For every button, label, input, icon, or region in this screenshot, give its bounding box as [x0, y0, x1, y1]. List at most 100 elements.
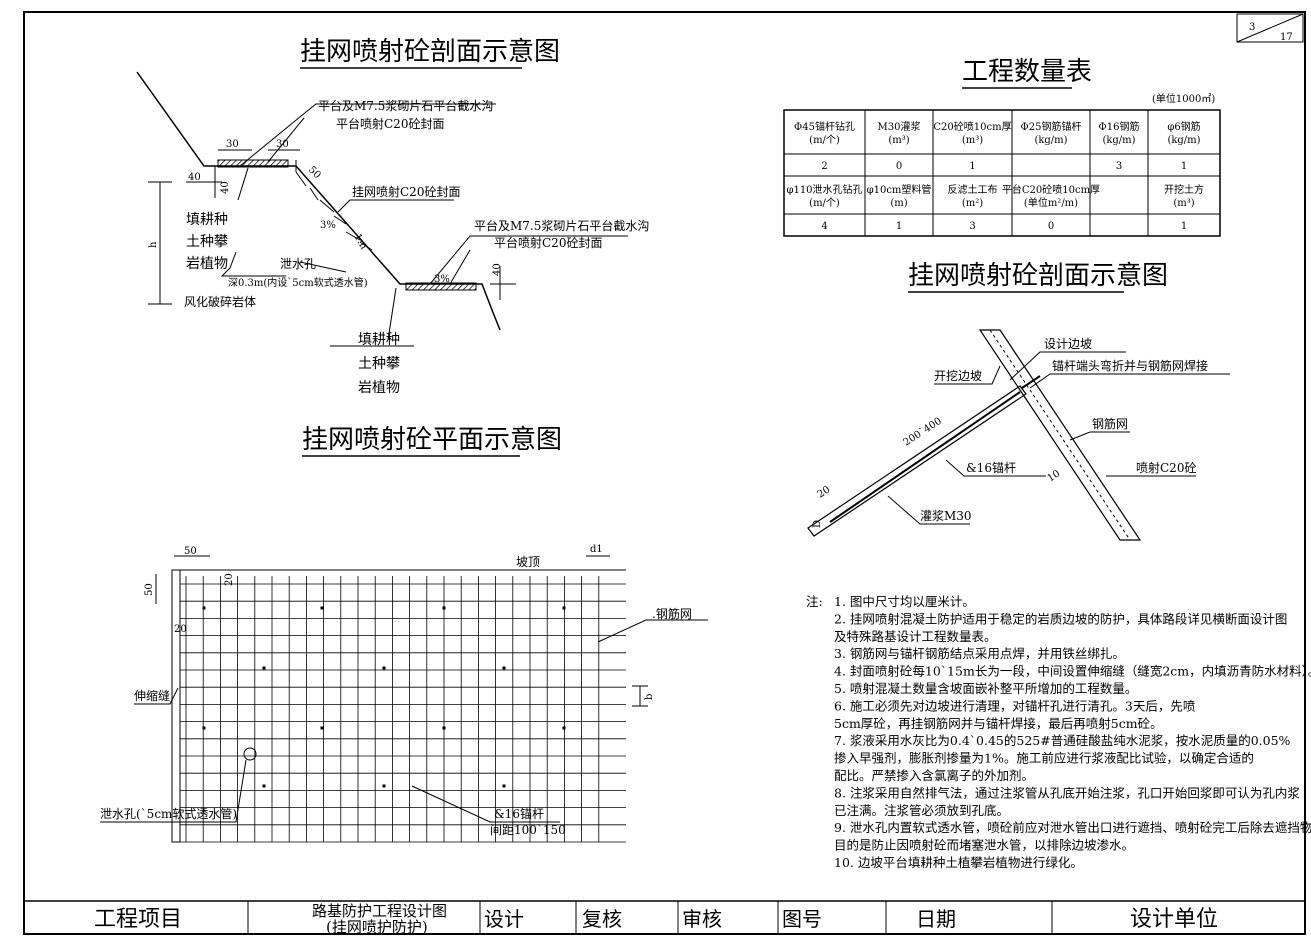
- detail-design-slope: 设计边坡: [1044, 337, 1092, 351]
- note-line: 及特殊路基设计工程数量表。: [834, 629, 997, 644]
- sheet-total: 17: [1280, 32, 1293, 43]
- notes-prefix: 注:: [806, 594, 823, 609]
- anchor-point: [502, 784, 506, 788]
- drain-hole-circle: [243, 747, 257, 761]
- note-line: 配比。严禁掺入含氯离子的外加剂。: [834, 768, 1034, 783]
- anchor-point: [382, 666, 386, 670]
- qty-cell: 1: [969, 161, 975, 172]
- dim-40-a: 40: [188, 172, 201, 183]
- anchor-point: [202, 726, 206, 730]
- qty-cell: 4: [821, 221, 827, 232]
- plan-title: 挂网喷射砼平面示意图: [302, 425, 562, 455]
- plan-dim-50-a: 50: [184, 546, 197, 557]
- anchor-point: [562, 726, 566, 730]
- rock-label: 风化破碎岩体: [184, 294, 256, 309]
- label-cover-1: 平台喷射C20砼封面: [336, 116, 444, 131]
- tb-figno: 图号: [782, 907, 822, 931]
- quantity-title: 工程数量表: [962, 57, 1092, 87]
- qty-cell: 0: [1048, 221, 1054, 232]
- note-line: 目的是防止因喷射砼而堵塞泄水管，以排除边坡渗水。: [834, 838, 1134, 853]
- qty-cell: 1: [896, 221, 902, 232]
- fill-1-line-2: 土种攀: [186, 234, 228, 250]
- pct-1: 3%: [320, 220, 336, 231]
- plan-dim-20-a: 20: [224, 573, 235, 586]
- tb-drawing-1: 路基防护工程设计图: [312, 902, 447, 920]
- qty-cell: 0: [896, 161, 902, 172]
- qty-cell: 开挖土方: [1164, 183, 1204, 196]
- slope-ratio: 1:n: [351, 232, 369, 252]
- note-line: 9. 泄水孔内置软式透水管，喷砼前应对泄水管出口进行遮挡、喷射砼完工后除去遮挡物…: [834, 820, 1311, 835]
- qty-cell: (单位m²/m): [1024, 196, 1078, 209]
- tb-date: 日期: [916, 907, 956, 931]
- tb-check: 复核: [582, 907, 622, 931]
- dim-30-b: 30: [276, 139, 289, 150]
- detail-shot-label: 喷射C20砼: [1136, 460, 1196, 475]
- plan-drawing: 挂网喷射砼平面示意图 坡顶 50 50 20 20 d1 b .钢筋网 伸缩缝 …: [100, 425, 708, 843]
- detail-bend-label: 锚杆端头弯折并与钢筋网焊接: [1052, 358, 1208, 373]
- qty-cell: (kg/m): [1102, 135, 1135, 146]
- detail-dim-d: D: [812, 520, 823, 528]
- detail-excav-label: 开挖边坡: [934, 368, 982, 383]
- plan-anchor-label: &16锚杆: [494, 806, 544, 821]
- qty-cell: 平台C20砼喷10cm厚: [1002, 183, 1100, 196]
- tb-review: 审核: [682, 907, 722, 931]
- detail-title: 挂网喷射砼剖面示意图: [908, 261, 1168, 291]
- note-line: 已注满。注浆管必须放到孔底。: [834, 803, 1009, 818]
- qty-cell: (m²): [962, 198, 983, 209]
- note-line: 5. 喷射混凝土数量含坡面嵌补整平所增加的工程数量。: [834, 681, 1137, 696]
- note-line: 5cm厚砼，再挂钢筋网并与锚杆焊接，最后再喷射5cm砼。: [834, 716, 1163, 731]
- quantity-unit: (单位1000㎡): [1152, 92, 1215, 105]
- qty-cell: M30灌浆: [878, 120, 921, 133]
- plan-top-label: 坡顶: [516, 555, 540, 569]
- fill-1-line-3: 岩植物: [186, 256, 228, 272]
- dim-40-b: 40: [220, 181, 231, 194]
- qty-cell: (kg/m): [1167, 135, 1200, 146]
- tb-project: 工程项目: [94, 907, 182, 932]
- note-line: 6. 施工必须先对边坡进行清理，对锚杆孔进行清孔。3天后，先喷: [834, 698, 1196, 713]
- sheet-border: [23, 11, 1306, 935]
- dim-30-a: 30: [226, 139, 239, 150]
- qty-cell: φ10cm塑料管: [867, 183, 932, 196]
- sheet-page: 3: [1249, 22, 1255, 33]
- label-platform-2: 平台及M7.5浆砌片石平台截水沟: [474, 218, 649, 233]
- note-line: 8. 注浆采用自然排气法，通过注浆管从孔底开始注浆，孔口开始回浆即可认为孔内浆: [834, 785, 1300, 800]
- qty-cell: (m/个): [809, 197, 840, 209]
- qty-cell: (m): [890, 198, 907, 209]
- plan-dim-d1: d1: [590, 544, 603, 555]
- label-platform-1: 平台及M7.5浆砌片石平台截水沟: [318, 98, 493, 113]
- detail-length: 200`400: [902, 416, 944, 449]
- qty-cell: C20砼喷10cm厚: [933, 120, 1011, 133]
- label-cover-2: 平台喷射C20砼封面: [494, 235, 602, 250]
- note-line: 4. 封面喷射砼每10`15m长为一段，中间设置伸缩缝（缝宽2cm，内填沥青防水…: [834, 664, 1311, 679]
- qty-cell: 3: [969, 221, 975, 232]
- tb-unit: 设计单位: [1130, 907, 1218, 932]
- pct-2: 3%: [434, 274, 450, 285]
- anchor-point: [382, 784, 386, 788]
- plan-spacing-label: 间距100`150: [490, 823, 566, 837]
- section-drawing-top: 挂网喷射砼剖面示意图 平台及M7.5浆砌片石平台截水沟 平台喷射C20砼封面 挂…: [136, 37, 649, 396]
- label-slope-cover: 挂网喷射C20砼封面: [352, 184, 460, 199]
- qty-cell: 反滤土工布: [948, 183, 998, 196]
- note-line: 7. 浆液采用水灰比为0.4`0.45的525#普通硅酸盐纯水泥浆，按水泥质量的…: [834, 733, 1291, 748]
- fill-2-line-3: 岩植物: [358, 380, 400, 396]
- detail-mesh-label: 钢筋网: [1092, 416, 1128, 431]
- plan-joint-label: 伸缩缝: [134, 688, 170, 703]
- anchor-point: [262, 784, 266, 788]
- note-line: 3. 钢筋网与锚杆钢筋结点采用点焊，并用铁丝绑扎。: [834, 646, 1125, 661]
- qty-cell: (m³): [962, 135, 983, 146]
- qty-cell: 1: [1181, 221, 1187, 232]
- quantity-table: 工程数量表 (单位1000㎡) Φ45锚杆钻孔(m/个)M30灌浆(m³)C20…: [783, 57, 1221, 237]
- detail-dim-20: 20: [816, 484, 833, 500]
- mesh-grid: [180, 576, 626, 843]
- detail-section-drawing: 挂网喷射砼剖面示意图 设计边坡 锚杆端头弯折并与钢筋网焊接 开挖边坡 钢筋网 2…: [807, 261, 1230, 541]
- anchor-point: [320, 606, 324, 610]
- qty-cell: (kg/m): [1034, 135, 1067, 146]
- title-block: 工程项目 路基防护工程设计图 (挂网喷护防护) 设计 复核 审核 图号 日期 设…: [24, 900, 1305, 936]
- plan-dim-b: b: [644, 694, 655, 700]
- detail-dim-10: 10: [1046, 468, 1063, 484]
- anchor-point: [562, 606, 566, 610]
- notes-block: 注: 1. 图中尺寸均以厘米计。2. 挂网喷射混凝土防护适用于稳定的岩质边坡的防…: [806, 594, 1311, 870]
- drain-hole-label: 泄水孔: [280, 257, 316, 271]
- fill-2-line-1: 填耕种: [358, 331, 400, 348]
